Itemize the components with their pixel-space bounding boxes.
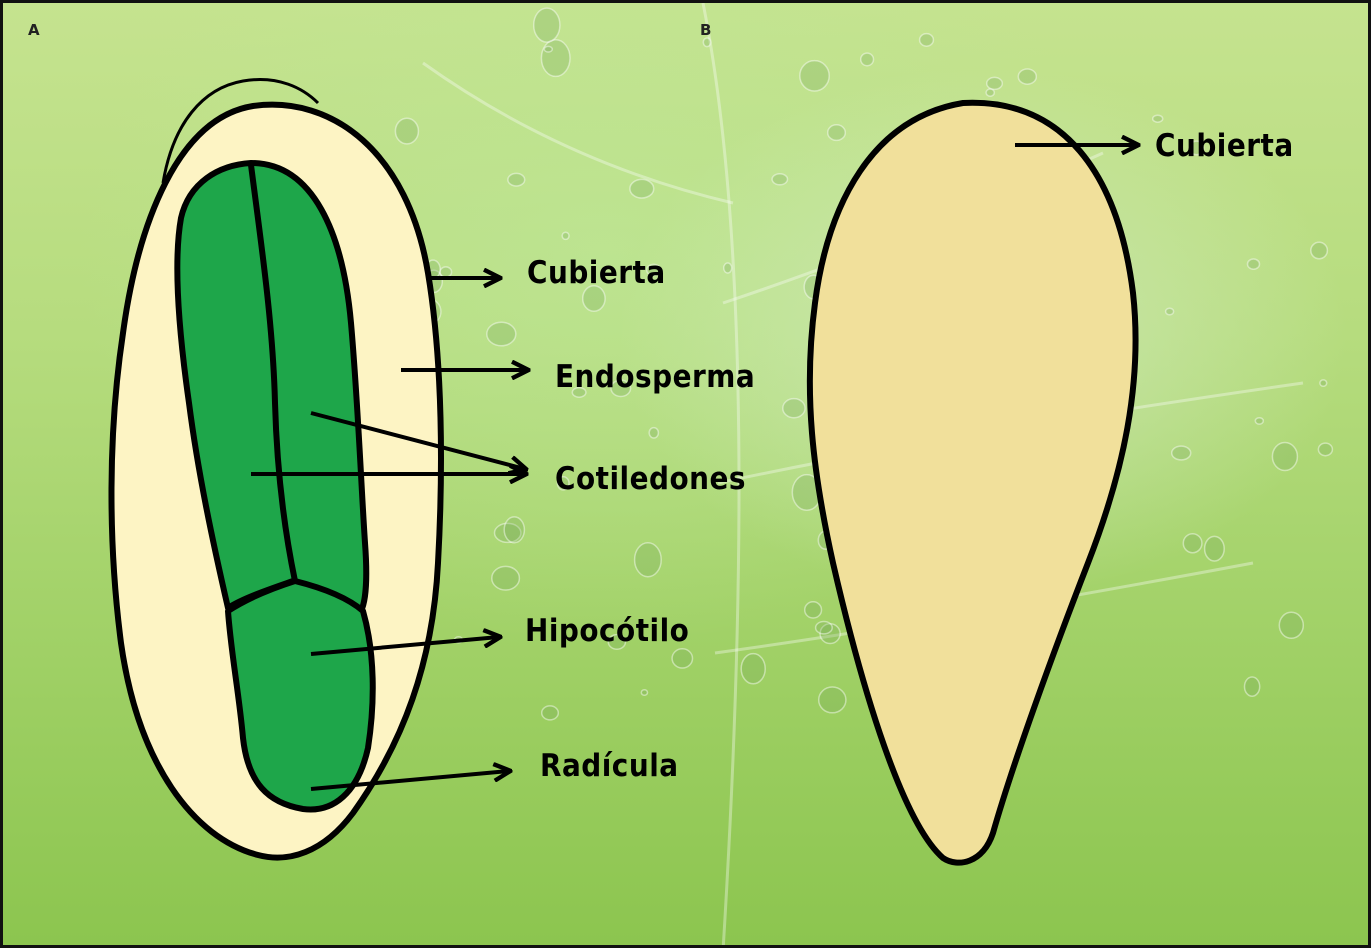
- label-hipocotilo: Hipocótilo: [525, 613, 689, 649]
- label-cotiledones: Cotiledones: [555, 461, 746, 497]
- seed-b-external: [810, 103, 1136, 863]
- label-radicula: Radícula: [540, 748, 679, 784]
- label-cubierta-b: Cubierta: [1155, 128, 1294, 164]
- seed-a-cross-section: [111, 80, 441, 858]
- label-endosperma: Endosperma: [555, 359, 755, 395]
- label-cubierta-a: Cubierta: [527, 255, 666, 291]
